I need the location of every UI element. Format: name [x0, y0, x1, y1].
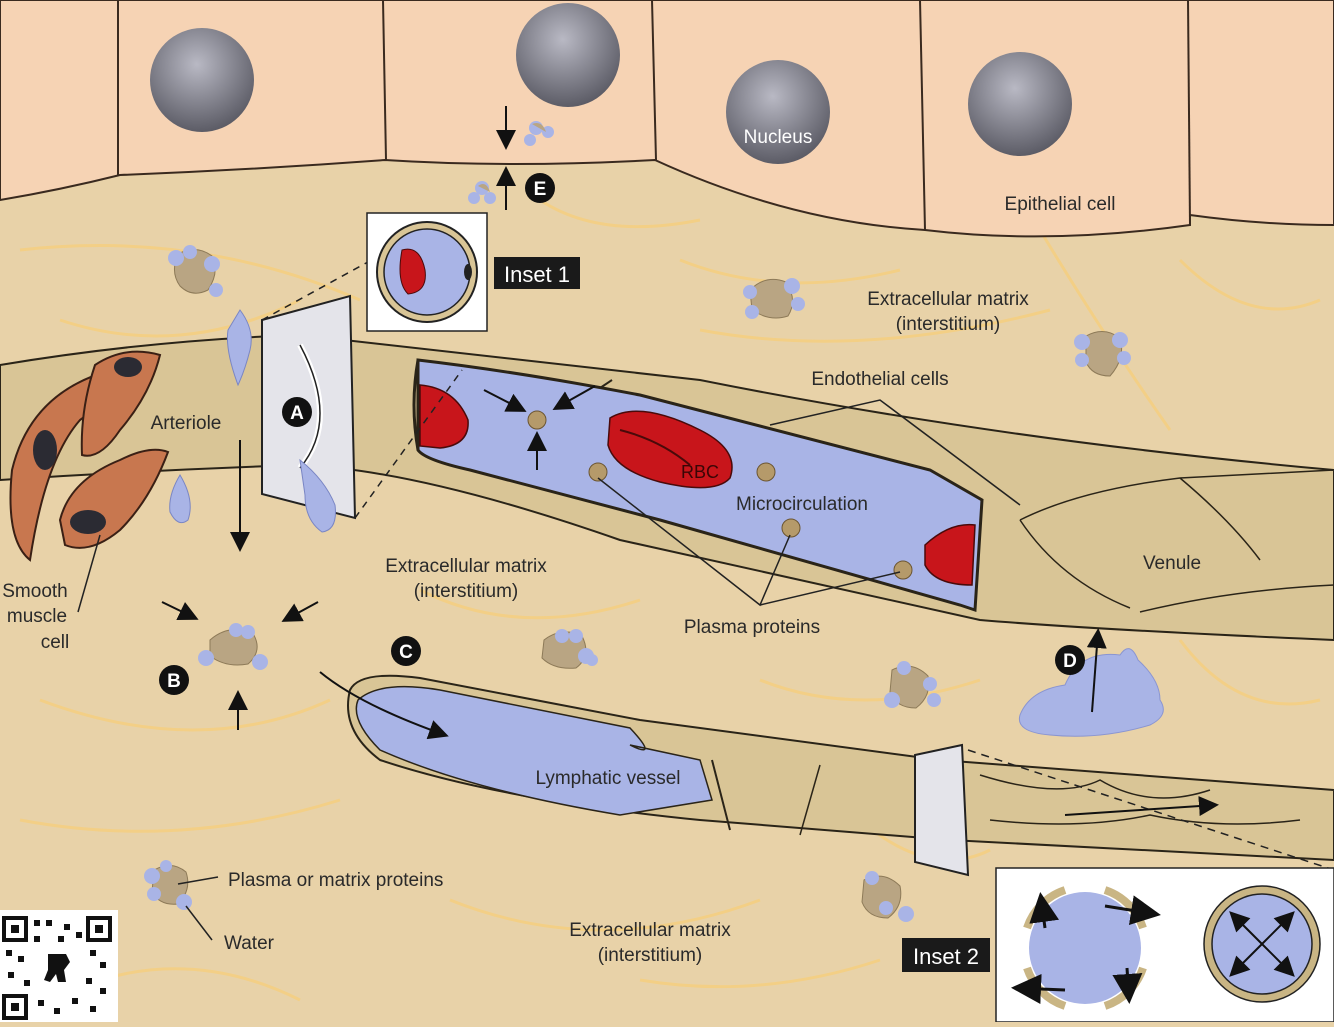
smooth-muscle-label-3: cell [41, 632, 70, 653]
lymphatic-vessel: Lymphatic vessel [319, 671, 1334, 877]
matrix-fibers [19, 198, 1321, 1002]
legend-plasma-matrix-proteins: Plasma or matrix proteins [228, 870, 443, 891]
qr-code [0, 910, 118, 1022]
rbc-3 [924, 523, 976, 586]
epithelial-cell-label: Epithelial cell [1005, 194, 1116, 215]
svg-text:E: E [534, 179, 547, 200]
ecm-mid-label-2: (interstitium) [414, 581, 519, 602]
rbc-2 [607, 410, 733, 489]
badge-c: C [391, 636, 421, 666]
ecm-top-label-2: (interstitium) [896, 314, 1001, 335]
legend-water: Water [224, 933, 275, 954]
badge-a: A [282, 397, 312, 427]
venule-label: Venule [1143, 553, 1201, 574]
ecm-mid-label: Extracellular matrix [385, 556, 547, 577]
nucleus-3 [726, 60, 830, 164]
inset-1-label: Inset 1 [504, 262, 570, 287]
inset-2: Inset 2 [902, 867, 1334, 1023]
badge-d: D [1055, 645, 1085, 675]
svg-text:C: C [399, 642, 413, 663]
ecm-top-label: Extracellular matrix [867, 289, 1029, 310]
inset-2-label: Inset 2 [913, 944, 979, 969]
nucleus-label: Nucleus [744, 127, 813, 148]
water-droplets [169, 309, 336, 533]
nucleus-2 [516, 3, 620, 107]
ecm-bottom-label-2: (interstitium) [598, 945, 703, 966]
microcirculation-label: Microcirculation [736, 494, 868, 515]
plasma-proteins-label: Plasma proteins [684, 617, 820, 638]
badge-e: E [525, 173, 555, 203]
rbc-label: RBC [681, 462, 719, 482]
nucleus-1 [150, 28, 254, 132]
badge-b: B [159, 665, 189, 695]
legend: Plasma or matrix proteins Water [144, 860, 443, 954]
arteriole-label: Arteriole [151, 413, 222, 434]
svg-text:A: A [290, 403, 304, 424]
smooth-muscle-label-1: Smooth [2, 581, 67, 602]
lymphatic-vessel-label: Lymphatic vessel [535, 768, 680, 789]
svg-text:D: D [1063, 651, 1077, 672]
protein-water-complexes [168, 121, 1131, 922]
smooth-muscle-cells: Smooth muscle cell [2, 350, 170, 653]
rbc-1 [419, 384, 469, 449]
oncotic-arrows [161, 601, 319, 730]
epithelial-layer: Nucleus Epithelial cell [0, 0, 1334, 238]
ecm-bottom-label: Extracellular matrix [569, 920, 731, 941]
endothelial-cells-label: Endothelial cells [811, 369, 948, 390]
nucleus-4 [968, 52, 1072, 156]
smooth-muscle-label-2: muscle [7, 606, 67, 627]
water-puddle [1018, 628, 1164, 737]
inset-1: Inset 1 [366, 212, 580, 332]
svg-text:B: B [167, 671, 181, 692]
